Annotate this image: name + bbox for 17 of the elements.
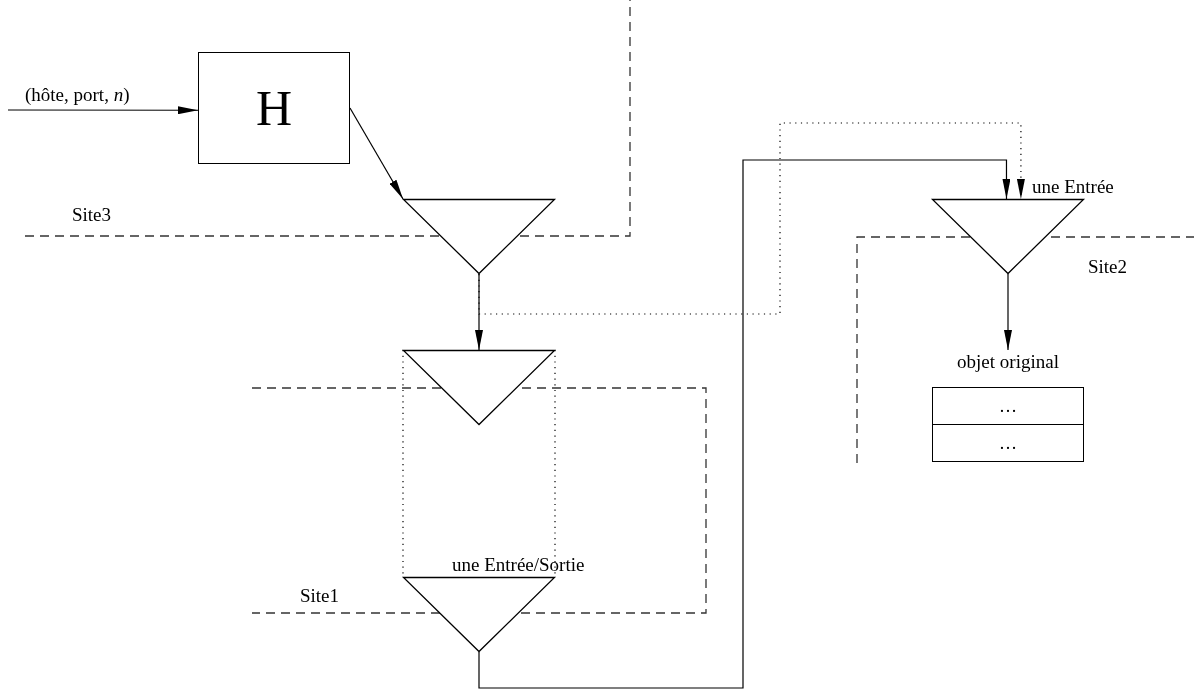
site-label: Site3 — [72, 204, 112, 226]
arrow — [475, 273, 483, 351]
object-field: … — [932, 424, 1084, 462]
arrow — [478, 159, 1011, 689]
object-field: … — [932, 387, 1084, 425]
box-label: H — [255, 83, 293, 133]
dotted-connector — [478, 122, 1025, 315]
arrow — [349, 107, 404, 200]
site-label: Site2 — [1088, 256, 1128, 278]
arrow — [1004, 273, 1012, 351]
node-caption: une Entrée/Sortie — [452, 554, 585, 576]
edge-label: (hôte, port, n) — [25, 84, 130, 106]
process-box — [198, 52, 350, 164]
site-label: Site1 — [300, 585, 340, 607]
arrow — [7, 106, 199, 115]
node-caption: une Entrée — [1032, 176, 1114, 198]
object-title: objet original — [956, 350, 1060, 374]
